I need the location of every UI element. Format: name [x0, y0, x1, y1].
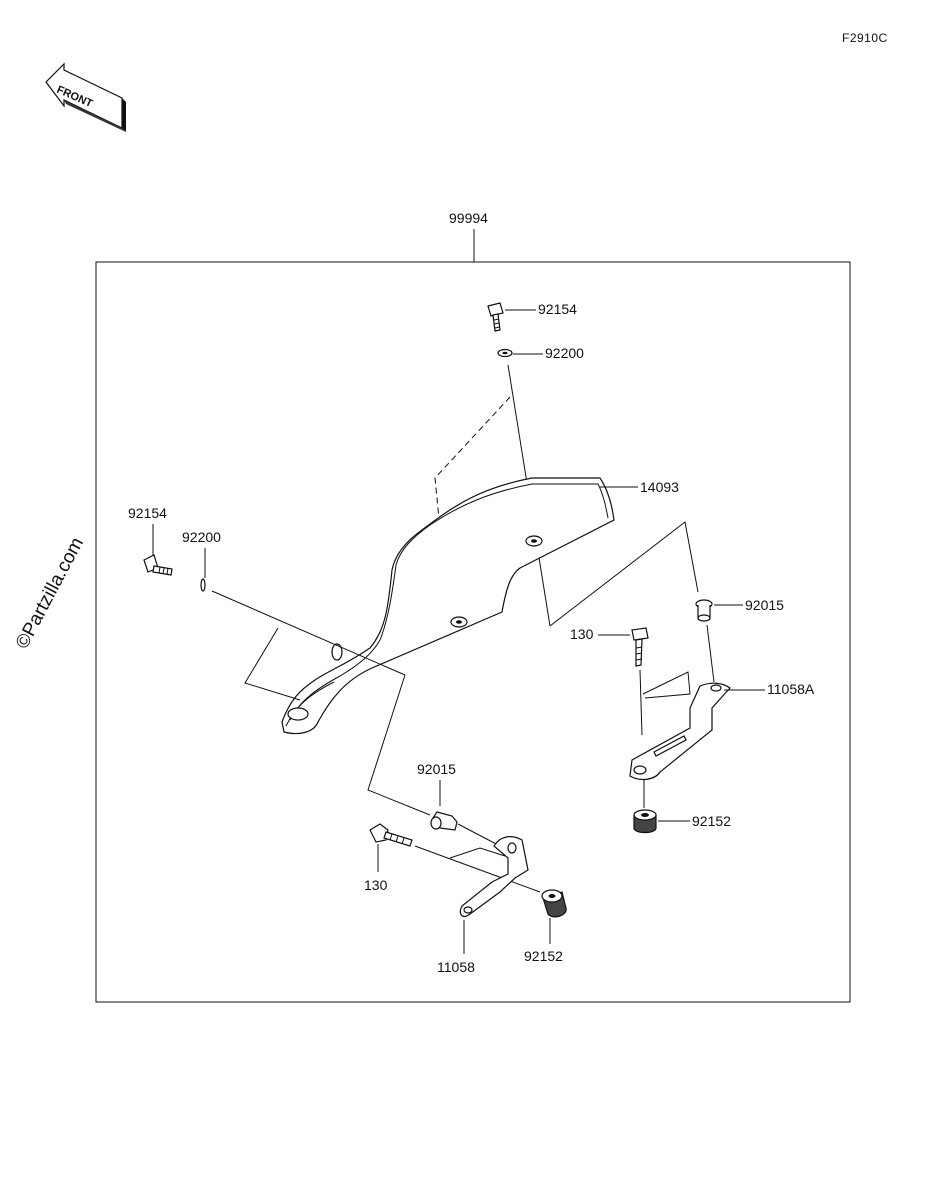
bolt-icon	[631, 627, 649, 667]
callout-11058: 11058	[437, 959, 475, 975]
damper-icon	[541, 889, 567, 918]
bolt-icon	[487, 302, 504, 332]
washer-icon	[200, 578, 206, 592]
callout-92200-left: 92200	[182, 529, 221, 545]
grommet-icon	[430, 811, 458, 831]
callout-11058A: 11058A	[767, 681, 815, 697]
callout-130-right: 130	[570, 626, 594, 642]
callout-92015-right: 92015	[745, 597, 784, 613]
damper-icon	[633, 809, 657, 834]
front-arrow-icon: FRONT	[45, 62, 126, 132]
diagram-code: F2910C	[842, 31, 888, 45]
callout-130-bottom: 130	[364, 877, 388, 893]
callout-92154-top: 92154	[538, 301, 577, 317]
kit-label: 99994	[449, 210, 488, 226]
callout-92152-right: 92152	[692, 813, 731, 829]
callout-92015-bottom: 92015	[417, 761, 456, 777]
bolt-icon	[143, 554, 173, 576]
callout-92152-bottom: 92152	[524, 948, 563, 964]
callout-92200-top: 92200	[545, 345, 584, 361]
cover-part	[281, 477, 615, 735]
bolt-icon	[369, 823, 413, 847]
bracket-part	[459, 836, 529, 918]
watermark-text: ©Partzilla.com	[12, 534, 88, 652]
kit-frame	[95, 261, 851, 1003]
bracket-part	[629, 682, 731, 781]
callout-14093: 14093	[640, 479, 679, 495]
callout-92154-left: 92154	[128, 505, 167, 521]
grommet-icon	[695, 599, 713, 622]
